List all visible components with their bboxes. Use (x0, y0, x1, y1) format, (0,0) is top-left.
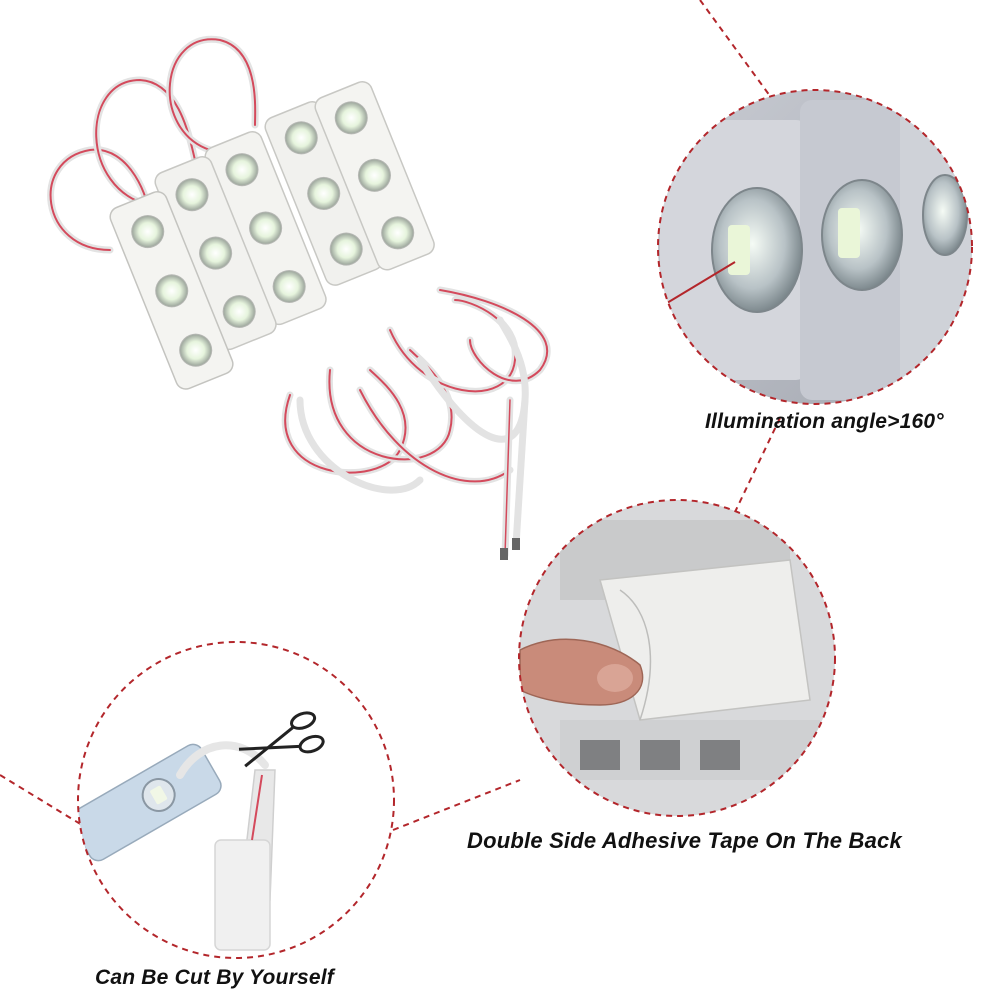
top-connector-line (699, 0, 771, 97)
bottom-left-connector-line (0, 774, 83, 826)
bottom-right-connector-line (392, 779, 521, 831)
module-strip-5 (109, 191, 234, 390)
module-strip-1 (264, 101, 383, 286)
angle-pointer-line (661, 261, 736, 307)
module-strip-2 (314, 81, 435, 271)
scissors-icon (238, 711, 325, 768)
cut-yourself-caption: Can Be Cut By Yourself (95, 966, 334, 989)
module-strip-4 (154, 156, 277, 351)
led-module-bundle (47, 35, 551, 560)
wire-tip (500, 548, 508, 560)
module-strip-3 (204, 131, 327, 326)
illumination-closeup (657, 89, 973, 405)
adhesive-tape-closeup (518, 499, 836, 817)
wire-tip (512, 538, 520, 550)
wire-loops (47, 35, 551, 559)
adhesive-tape-caption: Double Side Adhesive Tape On The Back (467, 828, 902, 853)
cut-wire-closeup (77, 641, 395, 959)
dashed-connector-lines (0, 0, 781, 831)
illumination-angle-caption: Illumination angle>160° (705, 410, 944, 433)
